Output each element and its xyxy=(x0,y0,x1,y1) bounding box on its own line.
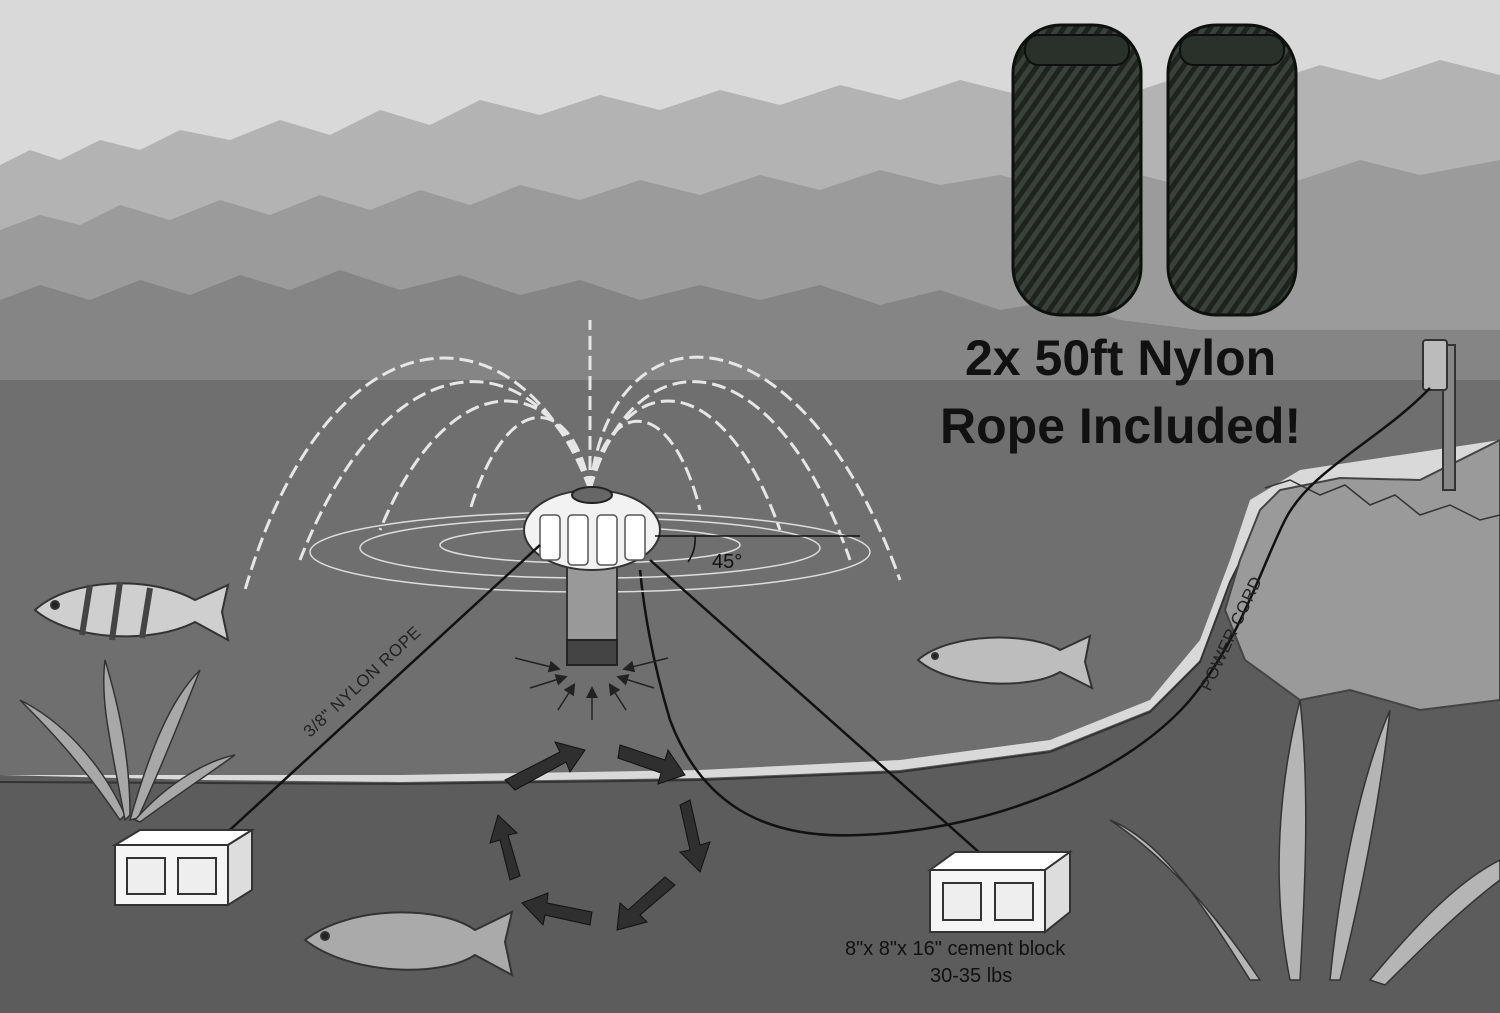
power-outlet-box xyxy=(1422,339,1448,391)
angle-label: 45° xyxy=(712,551,742,573)
block-label-weight: 30-35 lbs xyxy=(930,965,1012,987)
pond-water xyxy=(0,380,1500,775)
fountain-spray xyxy=(243,320,902,591)
aerator-nozzle xyxy=(571,486,613,504)
grass-edge xyxy=(1264,479,1500,521)
aerator-intake xyxy=(566,639,618,666)
aquatic-plant-right xyxy=(1109,699,1500,986)
rope-coils-image xyxy=(1011,23,1298,317)
cement-block-right xyxy=(926,850,1074,935)
aquatic-plant-left xyxy=(19,659,236,823)
anchor-rope-right xyxy=(649,559,991,863)
floating-aerator xyxy=(523,486,661,666)
block-label-size: 8"x 8"x 16" cement block xyxy=(845,938,1066,960)
power-cord-line xyxy=(638,387,1431,837)
anchor-rope-left xyxy=(207,544,541,851)
rope-coil-left xyxy=(1011,23,1143,317)
pond-bottom xyxy=(0,520,1500,1013)
circulation-arrows xyxy=(489,741,711,931)
intake-flow-arrows xyxy=(514,657,669,720)
angle-arc xyxy=(687,535,696,563)
perch-fish xyxy=(33,581,230,642)
bottom-line xyxy=(0,521,1261,786)
trout-fish xyxy=(916,634,1094,690)
carp-fish xyxy=(303,910,514,977)
rope-coil-right xyxy=(1166,23,1298,317)
headline-line2: Rope Included! xyxy=(940,398,1301,454)
headline-line1: 2x 50ft Nylon xyxy=(965,330,1276,386)
cement-block-left xyxy=(111,828,256,907)
